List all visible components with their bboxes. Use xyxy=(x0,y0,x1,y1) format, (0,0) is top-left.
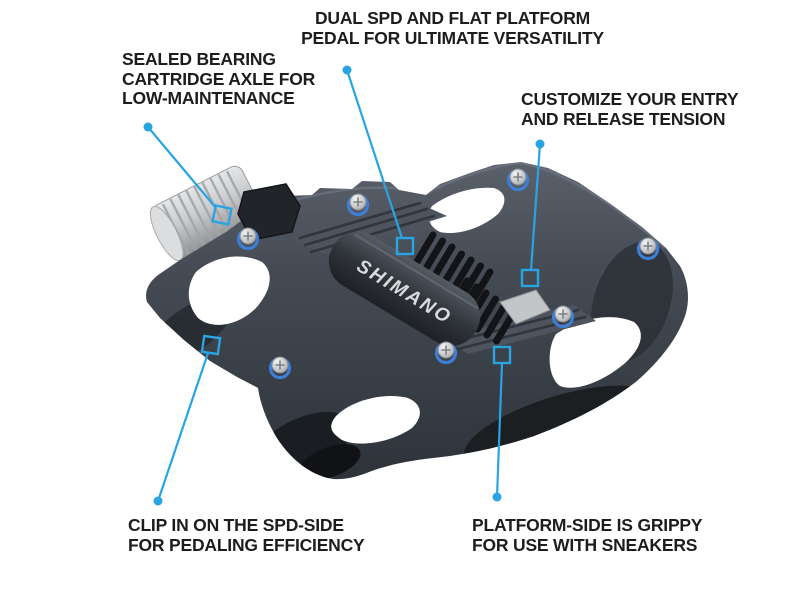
callout-label-line: PEDAL FOR ULTIMATE VERSATILITY xyxy=(301,27,604,48)
callout-label-sealed-bearing: SEALED BEARING CARTRIDGE AXLE FOR LOW-MA… xyxy=(122,49,316,109)
leader-line-customize xyxy=(529,143,542,271)
callout-label-line: FOR USE WITH SNEAKERS xyxy=(472,534,698,555)
callout-label-line: AND RELEASE TENSION xyxy=(521,108,726,129)
callout-label-dual-spd: DUAL SPD AND FLAT PLATFORM PEDAL FOR ULT… xyxy=(300,8,605,48)
callout-label-line: FOR PEDALING EFFICIENCY xyxy=(128,534,365,555)
callout-label-line: SEALED BEARING xyxy=(122,49,276,69)
leader-dot-platform-side xyxy=(492,492,502,502)
leader-line-dual-spd xyxy=(345,69,404,239)
callout-label-customize: CUSTOMIZE YOUR ENTRY AND RELEASE TENSION xyxy=(521,89,739,129)
cleat-catch-plate xyxy=(499,289,551,325)
spring-coil-upper xyxy=(411,231,494,306)
target-box-customize xyxy=(520,268,540,288)
axle-nut xyxy=(237,183,301,241)
leader-dot-dual-spd xyxy=(342,65,352,75)
callout-label-clip-in: CLIP IN ON THE SPD-SIDE FOR PEDALING EFF… xyxy=(128,515,365,555)
callout-label-line: LOW-MAINTENANCE xyxy=(122,88,295,108)
leader-line-sealed-bearing xyxy=(147,126,217,209)
callout-leaders xyxy=(143,65,545,506)
leader-dot-clip-in xyxy=(153,496,163,506)
leader-dot-customize xyxy=(535,139,545,149)
target-box-clip-in xyxy=(200,334,222,356)
pin xyxy=(434,341,458,365)
pin xyxy=(236,227,260,251)
callout-label-line: CARTRIDGE AXLE FOR xyxy=(122,68,316,89)
pin xyxy=(551,305,575,329)
top-edge-highlight xyxy=(254,162,666,249)
pin xyxy=(506,168,530,192)
callout-label-line: CLIP IN ON THE SPD-SIDE xyxy=(128,515,344,535)
clip-rear-shadow xyxy=(299,444,361,480)
pin xyxy=(346,193,370,217)
tread-plate-left xyxy=(296,201,447,254)
target-box-platform-side xyxy=(492,345,512,365)
leader-line-platform-side xyxy=(495,362,504,498)
callout-label-line: CUSTOMIZE YOUR ENTRY xyxy=(521,89,739,109)
spindle-barrel xyxy=(328,231,481,347)
cutout-hole-right xyxy=(549,317,641,388)
leader-dot-sealed-bearing xyxy=(143,122,153,132)
target-box-dual-spd xyxy=(395,236,415,256)
pedal-body-details: SHIMANO xyxy=(147,162,673,480)
leader-line-clip-in xyxy=(156,352,210,502)
target-box-sealed-bearing xyxy=(211,204,233,226)
callout-label-line: DUAL SPD AND FLAT PLATFORM xyxy=(314,8,591,28)
traction-pins xyxy=(236,168,660,380)
cutout-hole-top xyxy=(428,187,505,234)
cutout-hole-bottom xyxy=(331,396,420,444)
callout-label-platform-side: PLATFORM-SIDE IS GRIPPY FOR USE WITH SNE… xyxy=(472,515,703,555)
cutout-hole-left xyxy=(188,256,270,325)
callout-label-line: PLATFORM-SIDE IS GRIPPY xyxy=(472,515,703,535)
pin xyxy=(268,356,292,380)
pin xyxy=(636,237,660,261)
